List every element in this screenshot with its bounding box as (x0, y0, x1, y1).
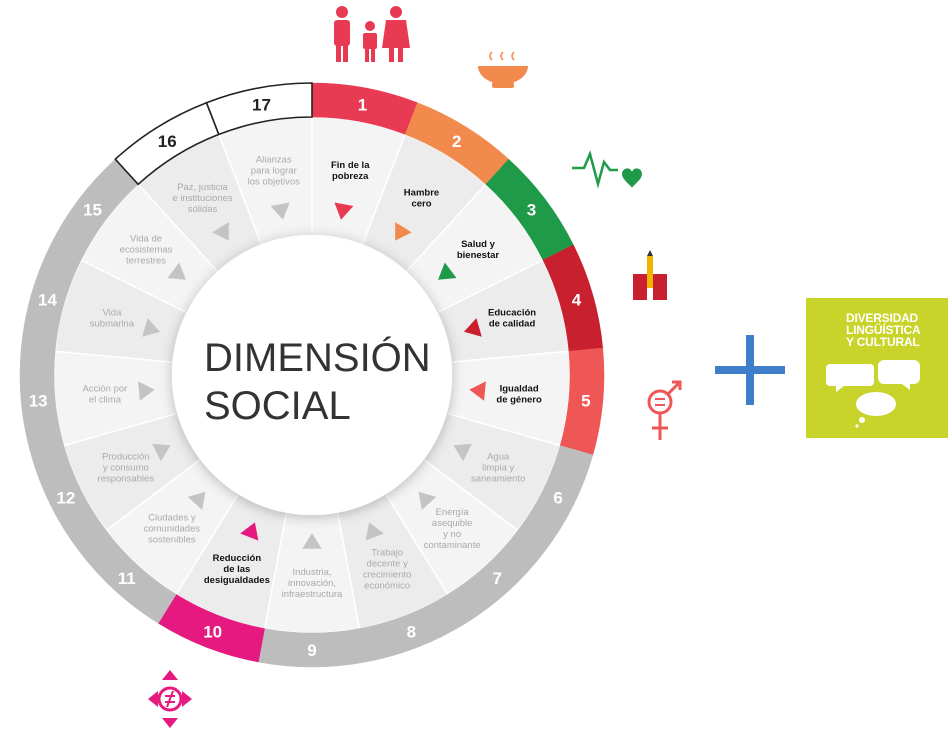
heartbeat-icon (572, 150, 642, 189)
goal-pointer-10 (240, 522, 259, 541)
goal-pointer-13 (138, 381, 155, 401)
goal-pointer-4 (463, 318, 482, 337)
gender-icon (647, 380, 682, 440)
goal-number-1: 1 (358, 96, 367, 115)
goal-number-11: 11 (118, 569, 136, 588)
goal-number-17: 17 (252, 96, 271, 115)
goal-pointer-17 (270, 202, 290, 220)
goal-pointer-2 (395, 222, 412, 241)
plus-icon (715, 335, 785, 405)
diversity-title: DIVERSIDAD LINGÜÍSTICA Y CULTURAL (846, 312, 942, 348)
goal-pointer-1 (334, 202, 354, 220)
center-title-line2: SOCIAL (204, 384, 351, 428)
goal-pointer-15 (167, 262, 186, 280)
goal-pointer-6 (453, 443, 472, 462)
speech-bubbles-icon (826, 360, 920, 428)
goal-pointer-9 (302, 533, 322, 549)
goal-number-15: 15 (83, 200, 102, 219)
book-icon (633, 250, 667, 300)
goal-pointer-12 (152, 443, 171, 462)
goal-pointer-8 (365, 522, 384, 541)
bowl-icon (478, 51, 528, 88)
goal-number-10: 10 (203, 622, 222, 641)
goal-pointer-3 (438, 262, 457, 280)
goal-pointer-7 (418, 491, 437, 510)
goal-number-4: 4 (572, 291, 582, 310)
goal-number-12: 12 (56, 489, 75, 508)
diversity-line-1: DIVERSIDAD (846, 311, 919, 325)
goal-number-9: 9 (307, 641, 316, 660)
goal-number-7: 7 (493, 569, 502, 588)
center-title-line1: DIMENSIÓN (204, 335, 431, 380)
goal-number-6: 6 (553, 489, 562, 508)
family-icon (334, 6, 410, 62)
goal-number-8: 8 (407, 622, 416, 641)
center-circle (172, 235, 452, 515)
goal-number-13: 13 (29, 391, 48, 410)
diversity-line-2: LINGÜÍSTICA (846, 323, 921, 337)
goal-number-5: 5 (581, 391, 590, 410)
goal-ring-17 (205, 82, 313, 136)
goal-label-9: Industria,innovación,infraestructura (282, 567, 343, 600)
diversity-line-3: Y CULTURAL (846, 335, 920, 349)
goal-pointer-5 (469, 381, 486, 401)
goal-pointer-11 (187, 491, 206, 510)
goal-number-14: 14 (38, 291, 57, 310)
goal-number-16: 16 (158, 132, 177, 151)
inequality-icon (148, 670, 192, 728)
goal-number-3: 3 (527, 200, 536, 219)
diversity-box: DIVERSIDAD LINGÜÍSTICA Y CULTURAL (806, 298, 948, 438)
goal-pointer-16 (212, 222, 229, 241)
goal-number-2: 2 (452, 132, 461, 151)
goal-pointer-14 (142, 318, 161, 337)
